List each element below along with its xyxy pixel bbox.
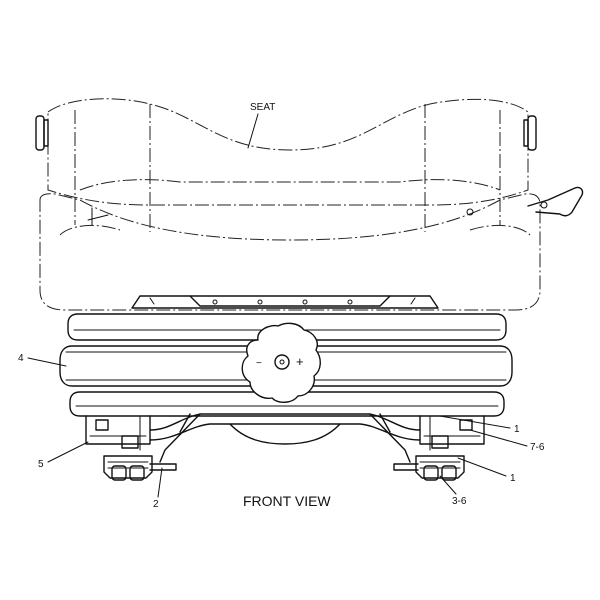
leader-5	[47, 441, 89, 463]
right-slide-rail	[393, 435, 465, 481]
leader-1-upper	[439, 415, 511, 429]
callout-5: 5	[38, 459, 44, 470]
leader-1-lower	[457, 457, 507, 477]
leader-4	[27, 357, 67, 367]
minus-symbol: −	[256, 358, 262, 369]
label-seat: SEAT	[250, 102, 275, 113]
plus-symbol: +	[296, 354, 304, 369]
seat-phantom	[35, 98, 584, 311]
height-adjust-knob[interactable]: − +	[241, 322, 321, 403]
leader-2	[157, 467, 163, 498]
callout-1-lower: 1	[510, 473, 516, 484]
diagram-title: FRONT VIEW	[243, 493, 331, 509]
callout-7-6: 7-6	[530, 442, 545, 453]
callout-4: 4	[18, 353, 24, 364]
leader-3-6	[439, 475, 457, 495]
top-mount-plate	[131, 295, 439, 309]
leader-7-6	[469, 429, 528, 447]
callout-1-upper: 1	[514, 424, 520, 435]
leader-seat	[247, 113, 259, 149]
left-slide-rail	[103, 435, 177, 481]
base-frame	[85, 413, 485, 463]
callout-2: 2	[153, 499, 159, 510]
lower-rail	[69, 391, 505, 417]
callout-3-6: 3-6	[452, 496, 467, 507]
